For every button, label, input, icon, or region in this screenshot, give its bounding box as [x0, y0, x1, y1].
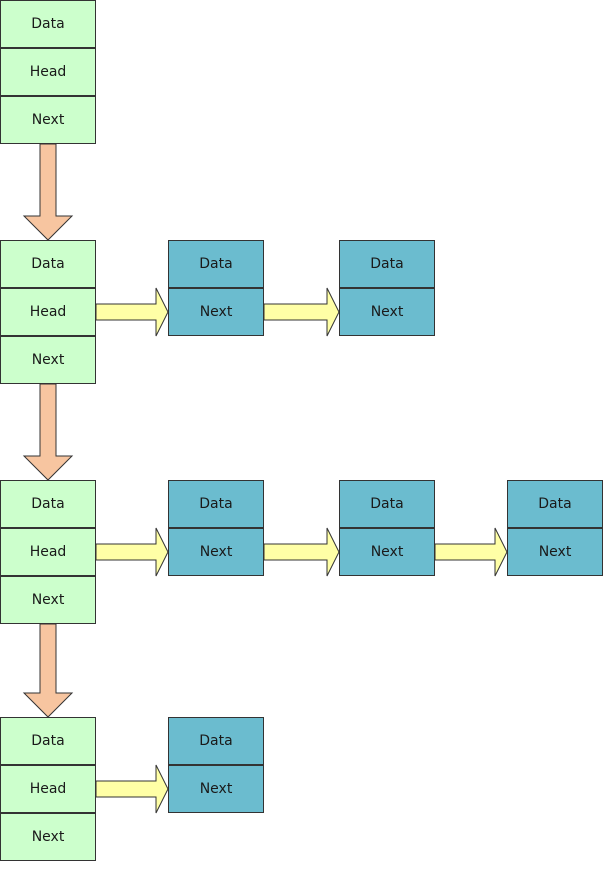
head-node-head-cell: Head: [0, 528, 96, 576]
list-node-data-cell: Data: [168, 240, 264, 288]
next-pointer-arrow: [22, 143, 74, 241]
list-node-next-cell-label: Next: [371, 544, 404, 560]
head-node-next-cell-box: [0, 813, 96, 861]
head-node-data-cell-box: [0, 0, 96, 48]
head-node-next-cell-label: Next: [32, 592, 65, 608]
list-node-next-cell: Next: [168, 765, 264, 813]
list-node-data-cell-label: Data: [199, 496, 232, 512]
list-node-next-cell: Next: [168, 528, 264, 576]
list-pointer-arrow: [263, 287, 340, 337]
list-node-next-cell: Next: [168, 288, 264, 336]
list-node-data-cell: Data: [507, 480, 603, 528]
list-node-next-cell-box: [168, 765, 264, 813]
list-node-next-cell-box: [339, 288, 435, 336]
list-node-data-cell-label: Data: [538, 496, 571, 512]
list-node-data-cell-label: Data: [199, 733, 232, 749]
head-node-data-cell-label: Data: [31, 733, 64, 749]
list-pointer-arrow: [95, 287, 169, 337]
head-node-data-cell: Data: [0, 480, 96, 528]
head-node-head-cell-box: [0, 288, 96, 336]
list-node-next-cell-label: Next: [539, 544, 572, 560]
head-node-next-cell: Next: [0, 96, 96, 144]
head-node-head-cell-box: [0, 48, 96, 96]
list-node-data-cell: Data: [339, 240, 435, 288]
head-node-data-cell: Data: [0, 717, 96, 765]
head-node-head-cell: Head: [0, 765, 96, 813]
list-node-data-cell-box: [168, 717, 264, 765]
head-node-data-cell: Data: [0, 240, 96, 288]
head-node-data-cell-label: Data: [31, 16, 64, 32]
list-node-data-cell-box: [168, 240, 264, 288]
head-node-head-cell-label: Head: [30, 64, 67, 80]
list-node-next-cell-box: [507, 528, 603, 576]
head-node-data-cell-label: Data: [31, 496, 64, 512]
head-node-head-cell: Head: [0, 288, 96, 336]
list-node-data-cell: Data: [168, 480, 264, 528]
head-node-data-cell-label: Data: [31, 256, 64, 272]
head-node-next-cell-label: Next: [32, 352, 65, 368]
list-node-next-cell-label: Next: [200, 544, 233, 560]
list-node-next-cell-label: Next: [200, 304, 233, 320]
list-node-next-cell-label: Next: [200, 781, 233, 797]
head-node-data-cell-box: [0, 717, 96, 765]
head-node-data-cell: Data: [0, 0, 96, 48]
list-node-data-cell-box: [339, 480, 435, 528]
list-node-data-cell-label: Data: [199, 256, 232, 272]
list-pointer-arrow: [434, 527, 508, 577]
list-node-next-cell: Next: [507, 528, 603, 576]
head-node-next-cell-box: [0, 336, 96, 384]
list-node-next-cell: Next: [339, 288, 435, 336]
head-node-data-cell-box: [0, 240, 96, 288]
head-node-next-cell-label: Next: [32, 829, 65, 845]
head-node-head-cell-box: [0, 528, 96, 576]
head-node-next-cell-label: Next: [32, 112, 65, 128]
list-node-data-cell-label: Data: [370, 496, 403, 512]
head-node-head-cell: Head: [0, 48, 96, 96]
list-node-data-cell-label: Data: [370, 256, 403, 272]
list-node-data-cell-box: [339, 240, 435, 288]
head-node-next-cell-box: [0, 96, 96, 144]
head-node-head-cell-label: Head: [30, 304, 67, 320]
next-pointer-arrow: [22, 623, 74, 718]
list-node-data-cell: Data: [168, 717, 264, 765]
list-node-next-cell-box: [339, 528, 435, 576]
head-node-head-cell-label: Head: [30, 544, 67, 560]
list-pointer-arrow: [95, 764, 169, 814]
list-node-next-cell-box: [168, 288, 264, 336]
list-node-data-cell-box: [168, 480, 264, 528]
head-node-next-cell: Next: [0, 576, 96, 624]
list-node-next-cell: Next: [339, 528, 435, 576]
list-node-data-cell: Data: [339, 480, 435, 528]
next-pointer-arrow: [22, 383, 74, 481]
head-node-head-cell-label: Head: [30, 781, 67, 797]
list-pointer-arrow: [95, 527, 169, 577]
list-pointer-arrow: [263, 527, 340, 577]
head-node-head-cell-box: [0, 765, 96, 813]
head-node-data-cell-box: [0, 480, 96, 528]
head-node-next-cell: Next: [0, 813, 96, 861]
list-node-next-cell-label: Next: [371, 304, 404, 320]
list-node-data-cell-box: [507, 480, 603, 528]
head-node-next-cell: Next: [0, 336, 96, 384]
